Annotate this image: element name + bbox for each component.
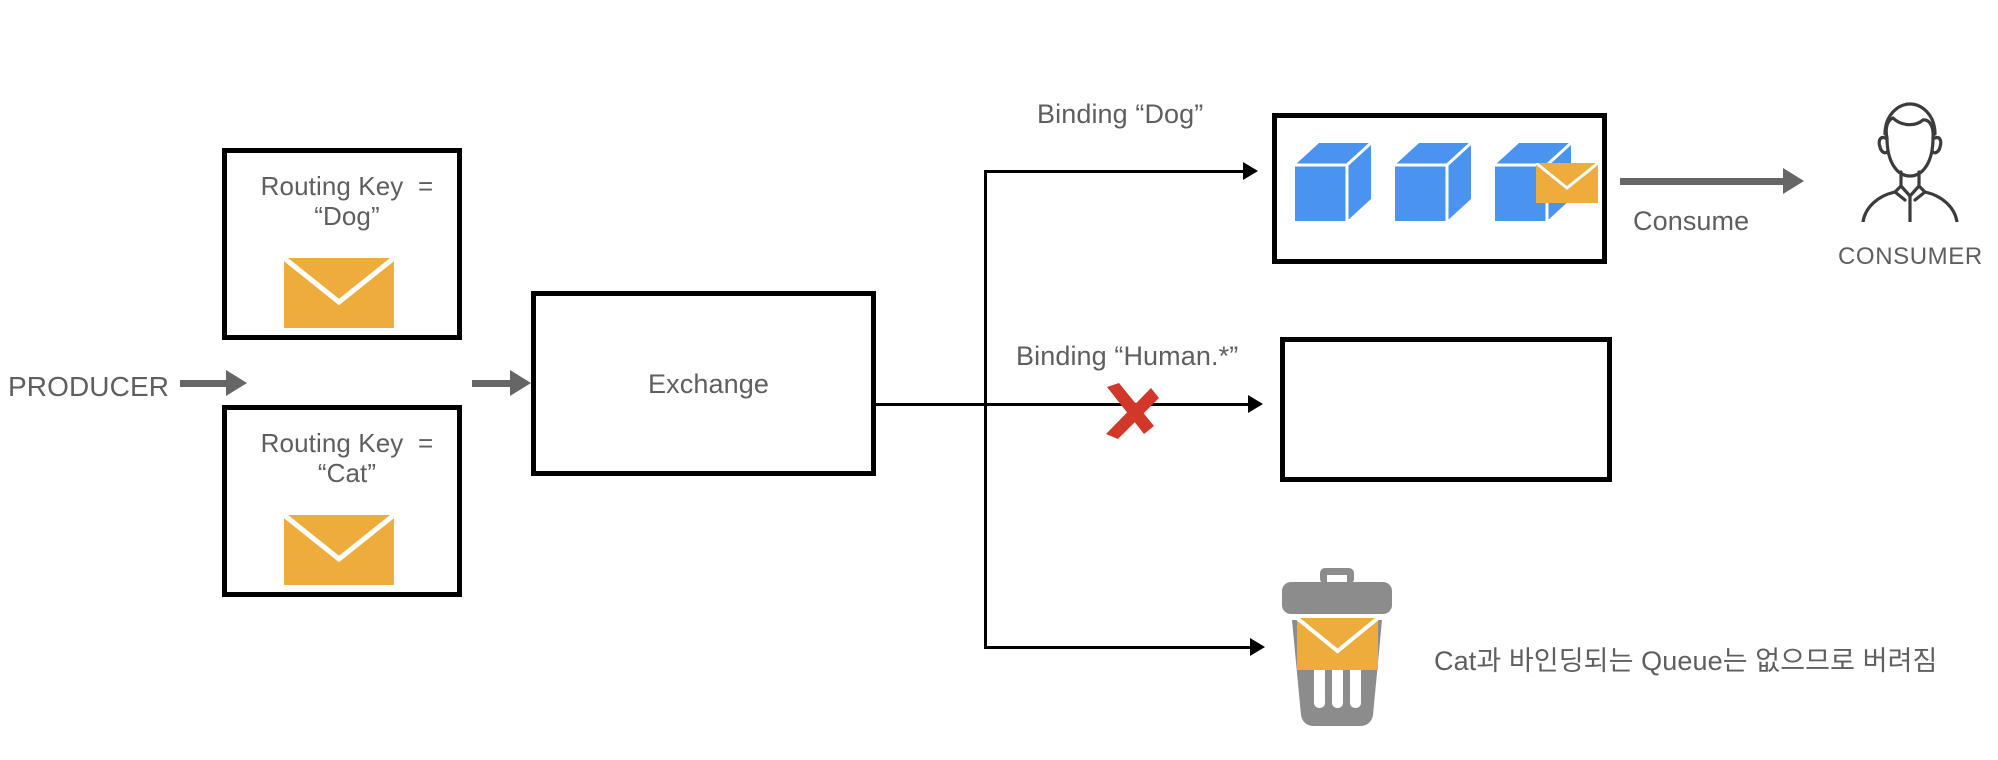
discard-note: Cat과 바인딩되는 Queue는 없으므로 버려짐	[1434, 646, 1938, 676]
cube-icon	[1395, 141, 1473, 230]
exchange-box: Exchange	[531, 291, 876, 476]
consume-arrow-shaft	[1620, 178, 1783, 185]
envelope-icon	[284, 258, 394, 328]
queue-box-human	[1280, 337, 1612, 482]
x-mark-icon	[1098, 382, 1160, 449]
binding-human-line	[984, 403, 1256, 406]
consume-arrow-head	[1783, 168, 1804, 194]
envelope-icon	[1536, 163, 1598, 203]
binding-dog-label: Binding “Dog”	[1037, 99, 1204, 129]
queue-box-dog	[1272, 113, 1607, 264]
exchange-out-line	[876, 403, 986, 406]
person-icon	[1855, 100, 1965, 227]
message-cat-key-line2: “Cat”	[317, 458, 377, 488]
binding-human-arrow-head	[1248, 395, 1263, 413]
message-dog-key-line1: Routing Key =	[260, 171, 434, 201]
to-exchange-arrow-shaft	[472, 380, 510, 387]
cube-icon	[1295, 141, 1373, 230]
message-box-dog: Routing Key = “Dog”	[222, 148, 462, 340]
exchange-label: Exchange	[648, 369, 769, 399]
discard-line	[984, 646, 1256, 649]
binding-dog-arrow-head	[1243, 162, 1258, 180]
message-cat-key-line1: Routing Key =	[260, 428, 434, 458]
producer-arrow-shaft	[180, 380, 226, 387]
trash-icon	[1272, 568, 1402, 733]
producer-arrow-head	[226, 370, 247, 396]
consume-label: Consume	[1633, 206, 1750, 236]
message-dog-key-line2: “Dog”	[314, 201, 380, 231]
routing-bus-vertical	[984, 170, 987, 648]
message-box-cat: Routing Key = “Cat”	[222, 405, 462, 597]
envelope-icon	[284, 515, 394, 585]
discard-arrow-head	[1250, 638, 1265, 656]
to-exchange-arrow-head	[510, 370, 531, 396]
producer-label: PRODUCER	[8, 371, 170, 402]
binding-dog-line	[984, 170, 1249, 173]
binding-human-label: Binding “Human.*”	[1016, 341, 1239, 371]
consumer-caption: CONSUMER	[1838, 243, 1983, 270]
